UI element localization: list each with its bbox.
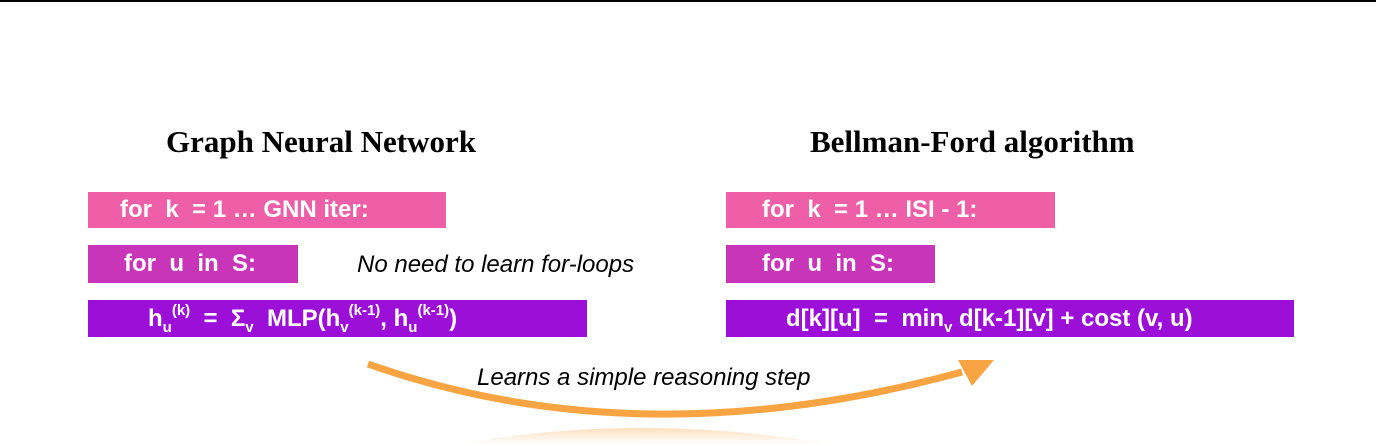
bf-update-rule: d[k][u] = minv d[k-1][v] + cost (v, u)	[726, 300, 1294, 337]
gnn-title: Graph Neural Network	[166, 124, 476, 159]
bf-outer-loop-text: for k = 1 … ISI - 1:	[762, 196, 978, 223]
gnn-update-rule: hu(k) = Σv MLP(hv(k-1), hu(k-1))	[88, 300, 587, 337]
bf-outer-loop: for k = 1 … ISI - 1:	[726, 192, 1055, 228]
reasoning-note: Learns a simple reasoning step	[477, 364, 811, 391]
top-rule	[0, 0, 1376, 2]
gnn-outer-loop: for k = 1 … GNN iter:	[88, 192, 446, 228]
bellman-ford-title: Bellman-Ford algorithm	[810, 124, 1135, 159]
gnn-outer-loop-text: for k = 1 … GNN iter:	[120, 196, 369, 223]
gnn-inner-loop: for u in S:	[88, 245, 298, 283]
gnn-inner-loop-text: for u in S:	[124, 250, 256, 277]
bf-inner-loop: for u in S:	[726, 245, 935, 283]
gnn-update-formula: hu(k) = Σv MLP(hv(k-1), hu(k-1))	[148, 301, 458, 336]
bf-inner-loop-text: for u in S:	[762, 250, 894, 277]
no-loops-note: No need to learn for-loops	[357, 251, 635, 278]
bf-update-formula: d[k][u] = minv d[k-1][v] + cost (v, u)	[786, 304, 1193, 336]
